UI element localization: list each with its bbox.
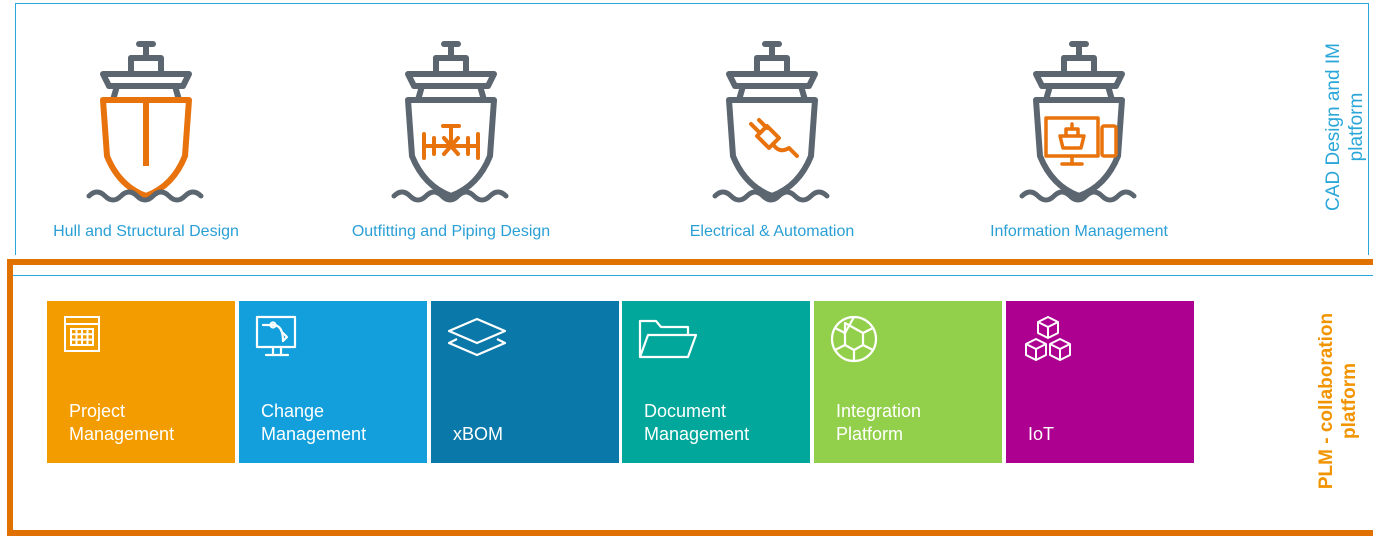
tile-label: Change Management (261, 401, 367, 444)
plm-side-line1: PLM - collaboration (1316, 312, 1337, 490)
tile-label: xBOM (453, 424, 504, 444)
tile-integration-platform[interactable]: Integration Platform (814, 301, 1002, 463)
folder-icon (638, 319, 698, 359)
plm-platform-panel: Project Management Change Management xBO… (7, 259, 1373, 536)
aperture-icon (830, 315, 878, 363)
tile-change-management[interactable]: Change Management (239, 301, 427, 463)
cad-item-label: Outfitting and Piping Design (351, 223, 551, 240)
tile-label: Project Management (69, 401, 175, 444)
tile-label: IoT (1028, 424, 1055, 444)
ship-electrical-icon (712, 41, 830, 203)
cad-item-label: Hull and Structural Design (53, 223, 239, 240)
ship-information-icon (1019, 41, 1137, 203)
cad-platform-panel: Hull and Structural Design (15, 3, 1369, 255)
ship-piping-icon (391, 41, 509, 203)
cad-item-label: Electrical & Automation (689, 223, 855, 240)
cad-item-label: Information Management (990, 223, 1168, 240)
cad-platform-side-label: CAD Design and IM platform (1322, 3, 1368, 251)
tile-xbom[interactable]: xBOM (431, 301, 619, 463)
layers-icon (447, 317, 507, 357)
calendar-grid-icon (64, 316, 100, 352)
tile-project-management[interactable]: Project Management (47, 301, 235, 463)
cad-side-line1: CAD Design and IM (1323, 43, 1344, 211)
ship-hull-icon (86, 41, 204, 203)
cad-side-line2: platform (1346, 92, 1367, 162)
monitor-curve-icon (255, 315, 297, 357)
tile-label: Document Management (644, 401, 750, 444)
cubes-icon (1025, 316, 1071, 361)
tile-document-management[interactable]: Document Management (622, 301, 810, 463)
plm-side-line2: platform (1339, 363, 1360, 439)
tile-label: Integration Platform (836, 401, 922, 444)
plm-divider-line (13, 275, 1373, 276)
plm-platform-side-label: PLM - collaboration platform (1308, 272, 1368, 530)
tile-iot[interactable]: IoT (1006, 301, 1194, 463)
